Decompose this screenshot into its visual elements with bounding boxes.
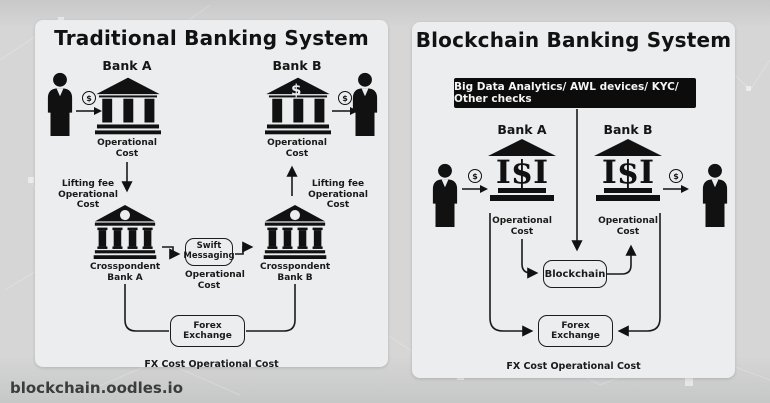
receiver-person-icon — [700, 163, 730, 231]
arrow-bank-a-cost-to-blockchain — [521, 239, 539, 279]
bc-bank-a-label: Bank A — [497, 122, 547, 137]
bank-base — [490, 195, 554, 202]
bank-roof — [594, 139, 662, 156]
line-crosspondent-b-to-forex — [246, 284, 296, 332]
site-watermark: blockchain.oodles.io — [10, 379, 183, 397]
arrow-swift-to-bank-b — [235, 241, 254, 255]
bank-b-operational-cost: Operational Cost — [598, 216, 658, 237]
bank-a-icon: I$I — [488, 139, 556, 202]
right-arrow-icon — [462, 185, 488, 193]
bank-b-dollar-glyph: $ — [291, 81, 302, 99]
bank-a-icon — [95, 77, 161, 139]
money-transfer-right: $ — [663, 169, 689, 193]
receiver-person-icon — [350, 72, 380, 140]
bank-b-icon: I$I — [594, 139, 662, 202]
dollar-circle-icon: $ — [468, 169, 482, 183]
forex-exchange-box: Forex Exchange — [538, 315, 613, 347]
lifting-fee-right: Lifting fee Operational Cost — [308, 179, 368, 211]
dollar-circle-icon: $ — [82, 91, 96, 105]
fx-cost-label: FX Cost Operational Cost — [506, 361, 641, 372]
bank-a-operational-cost: Operational Cost — [492, 216, 552, 237]
swift-messaging-box: Swift Messaging — [183, 238, 235, 266]
crosspondent-bank-a-icon — [90, 205, 160, 263]
right-arrow-icon — [76, 107, 102, 115]
blockchain-box: Blockchain — [543, 260, 607, 288]
fx-cost-label: FX Cost Operational Cost — [144, 359, 279, 370]
line-crosspondent-a-to-forex — [124, 284, 169, 332]
bank-base — [498, 188, 546, 194]
bc-bank-b-label: Bank B — [603, 122, 653, 137]
money-transfer-left: $ — [462, 169, 488, 193]
crosspondent-bank-b-label: Crosspondent Bank B — [260, 262, 331, 283]
traditional-title: Traditional Banking System — [54, 26, 369, 50]
blockchain-title: Blockchain Banking System — [415, 28, 732, 52]
bank-base — [596, 195, 660, 202]
checks-banner: Big Data Analytics/ AWL devices/ KYC/ Ot… — [454, 78, 696, 108]
bank-a-operational-cost: Operational Cost — [97, 138, 157, 159]
bank-b-operational-cost: Operational Cost — [267, 138, 327, 159]
traditional-banking-panel: Traditional Banking System Bank A Bank B… — [35, 20, 388, 370]
money-transfer-left: $ — [76, 91, 102, 115]
blockchain-banking-panel: Blockchain Banking System Big Data Analy… — [412, 22, 735, 378]
sender-person-icon — [430, 163, 460, 231]
arrow-to-swift — [162, 246, 181, 260]
crosspondent-bank-b-icon — [260, 205, 330, 263]
lifting-fee-left: Lifting fee Operational Cost — [58, 179, 118, 211]
swift-operational-cost: Operational Cost — [185, 270, 245, 291]
bank-columns-glyph: I$I — [601, 153, 655, 191]
bank-roof — [488, 139, 556, 156]
dollar-circle-icon: $ — [338, 91, 352, 105]
money-transfer-right: $ — [332, 91, 358, 115]
trad-bank-b-label: Bank B — [272, 58, 322, 73]
bank-b-icon: $ — [265, 77, 331, 139]
dollar-circle-icon: $ — [669, 169, 683, 183]
arrow-blockchain-to-bank-b-cost — [607, 244, 637, 275]
bank-columns-glyph: I$I — [495, 153, 549, 191]
crosspondent-bank-a-label: Crosspondent Bank A — [90, 262, 161, 283]
forex-exchange-box: Forex Exchange — [170, 315, 245, 347]
sender-person-icon — [45, 72, 75, 140]
right-arrow-icon — [663, 185, 689, 193]
bank-base — [604, 188, 652, 194]
trad-bank-a-label: Bank A — [102, 58, 152, 73]
